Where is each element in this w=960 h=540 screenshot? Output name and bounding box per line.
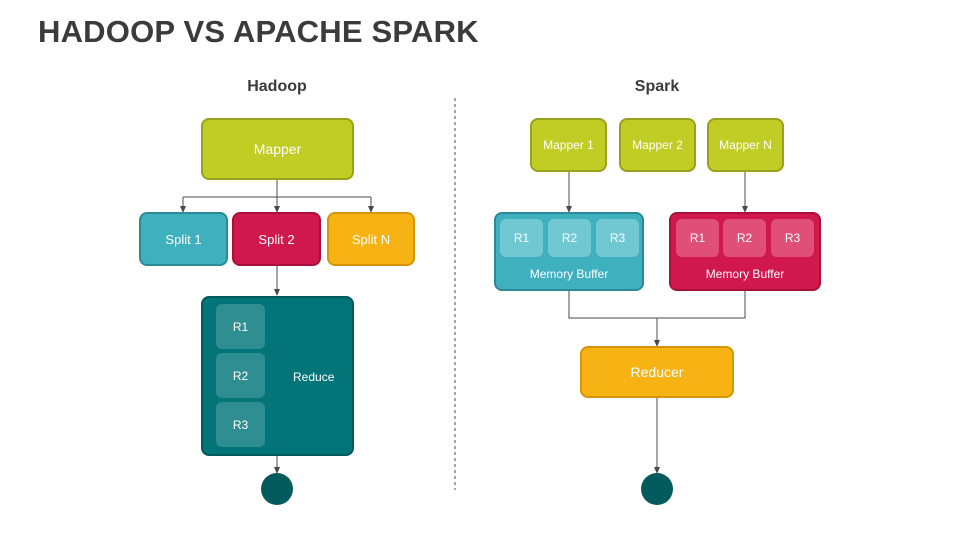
hadoop-split-2: Split 2 [232,212,321,266]
spark-buffer-2-item-r1: R1 [676,219,719,257]
spark-mapper-2: Mapper 2 [619,118,696,172]
hadoop-split-1: Split 1 [139,212,228,266]
hadoop-reduce-item-r2: R2 [216,353,265,398]
spark-mapper-1: Mapper 1 [530,118,607,172]
spark-buffer-1-item-r2: R2 [548,219,591,257]
spark-buffer-1-item-r1: R1 [500,219,543,257]
hadoop-reduce-label: Reduce [293,370,335,384]
spark-buffer-2-item-r2: R2 [723,219,766,257]
hadoop-end-node [261,473,293,505]
spark-buffer-2-label: Memory Buffer [705,267,785,281]
hadoop-heading: Hadoop [247,78,307,95]
spark-reducer-box: Reducer [580,346,734,398]
spark-buffer-1-label: Memory Buffer [529,267,609,281]
spark-heading: Spark [634,78,680,95]
page-title: HADOOP VS APACHE SPARK [38,14,479,49]
hadoop-reduce-item-r3: R3 [216,402,265,447]
spark-buffer-1-item-r3: R3 [596,219,639,257]
hadoop-split-n: Split N [327,212,415,266]
hadoop-reduce-item-r1: R1 [216,304,265,349]
spark-buffer-2-item-r3: R3 [771,219,814,257]
spark-mapper-n: Mapper N [707,118,784,172]
spark-end-node [641,473,673,505]
hadoop-mapper-box: Mapper [201,118,354,180]
connector-buffers-join [568,291,746,319]
